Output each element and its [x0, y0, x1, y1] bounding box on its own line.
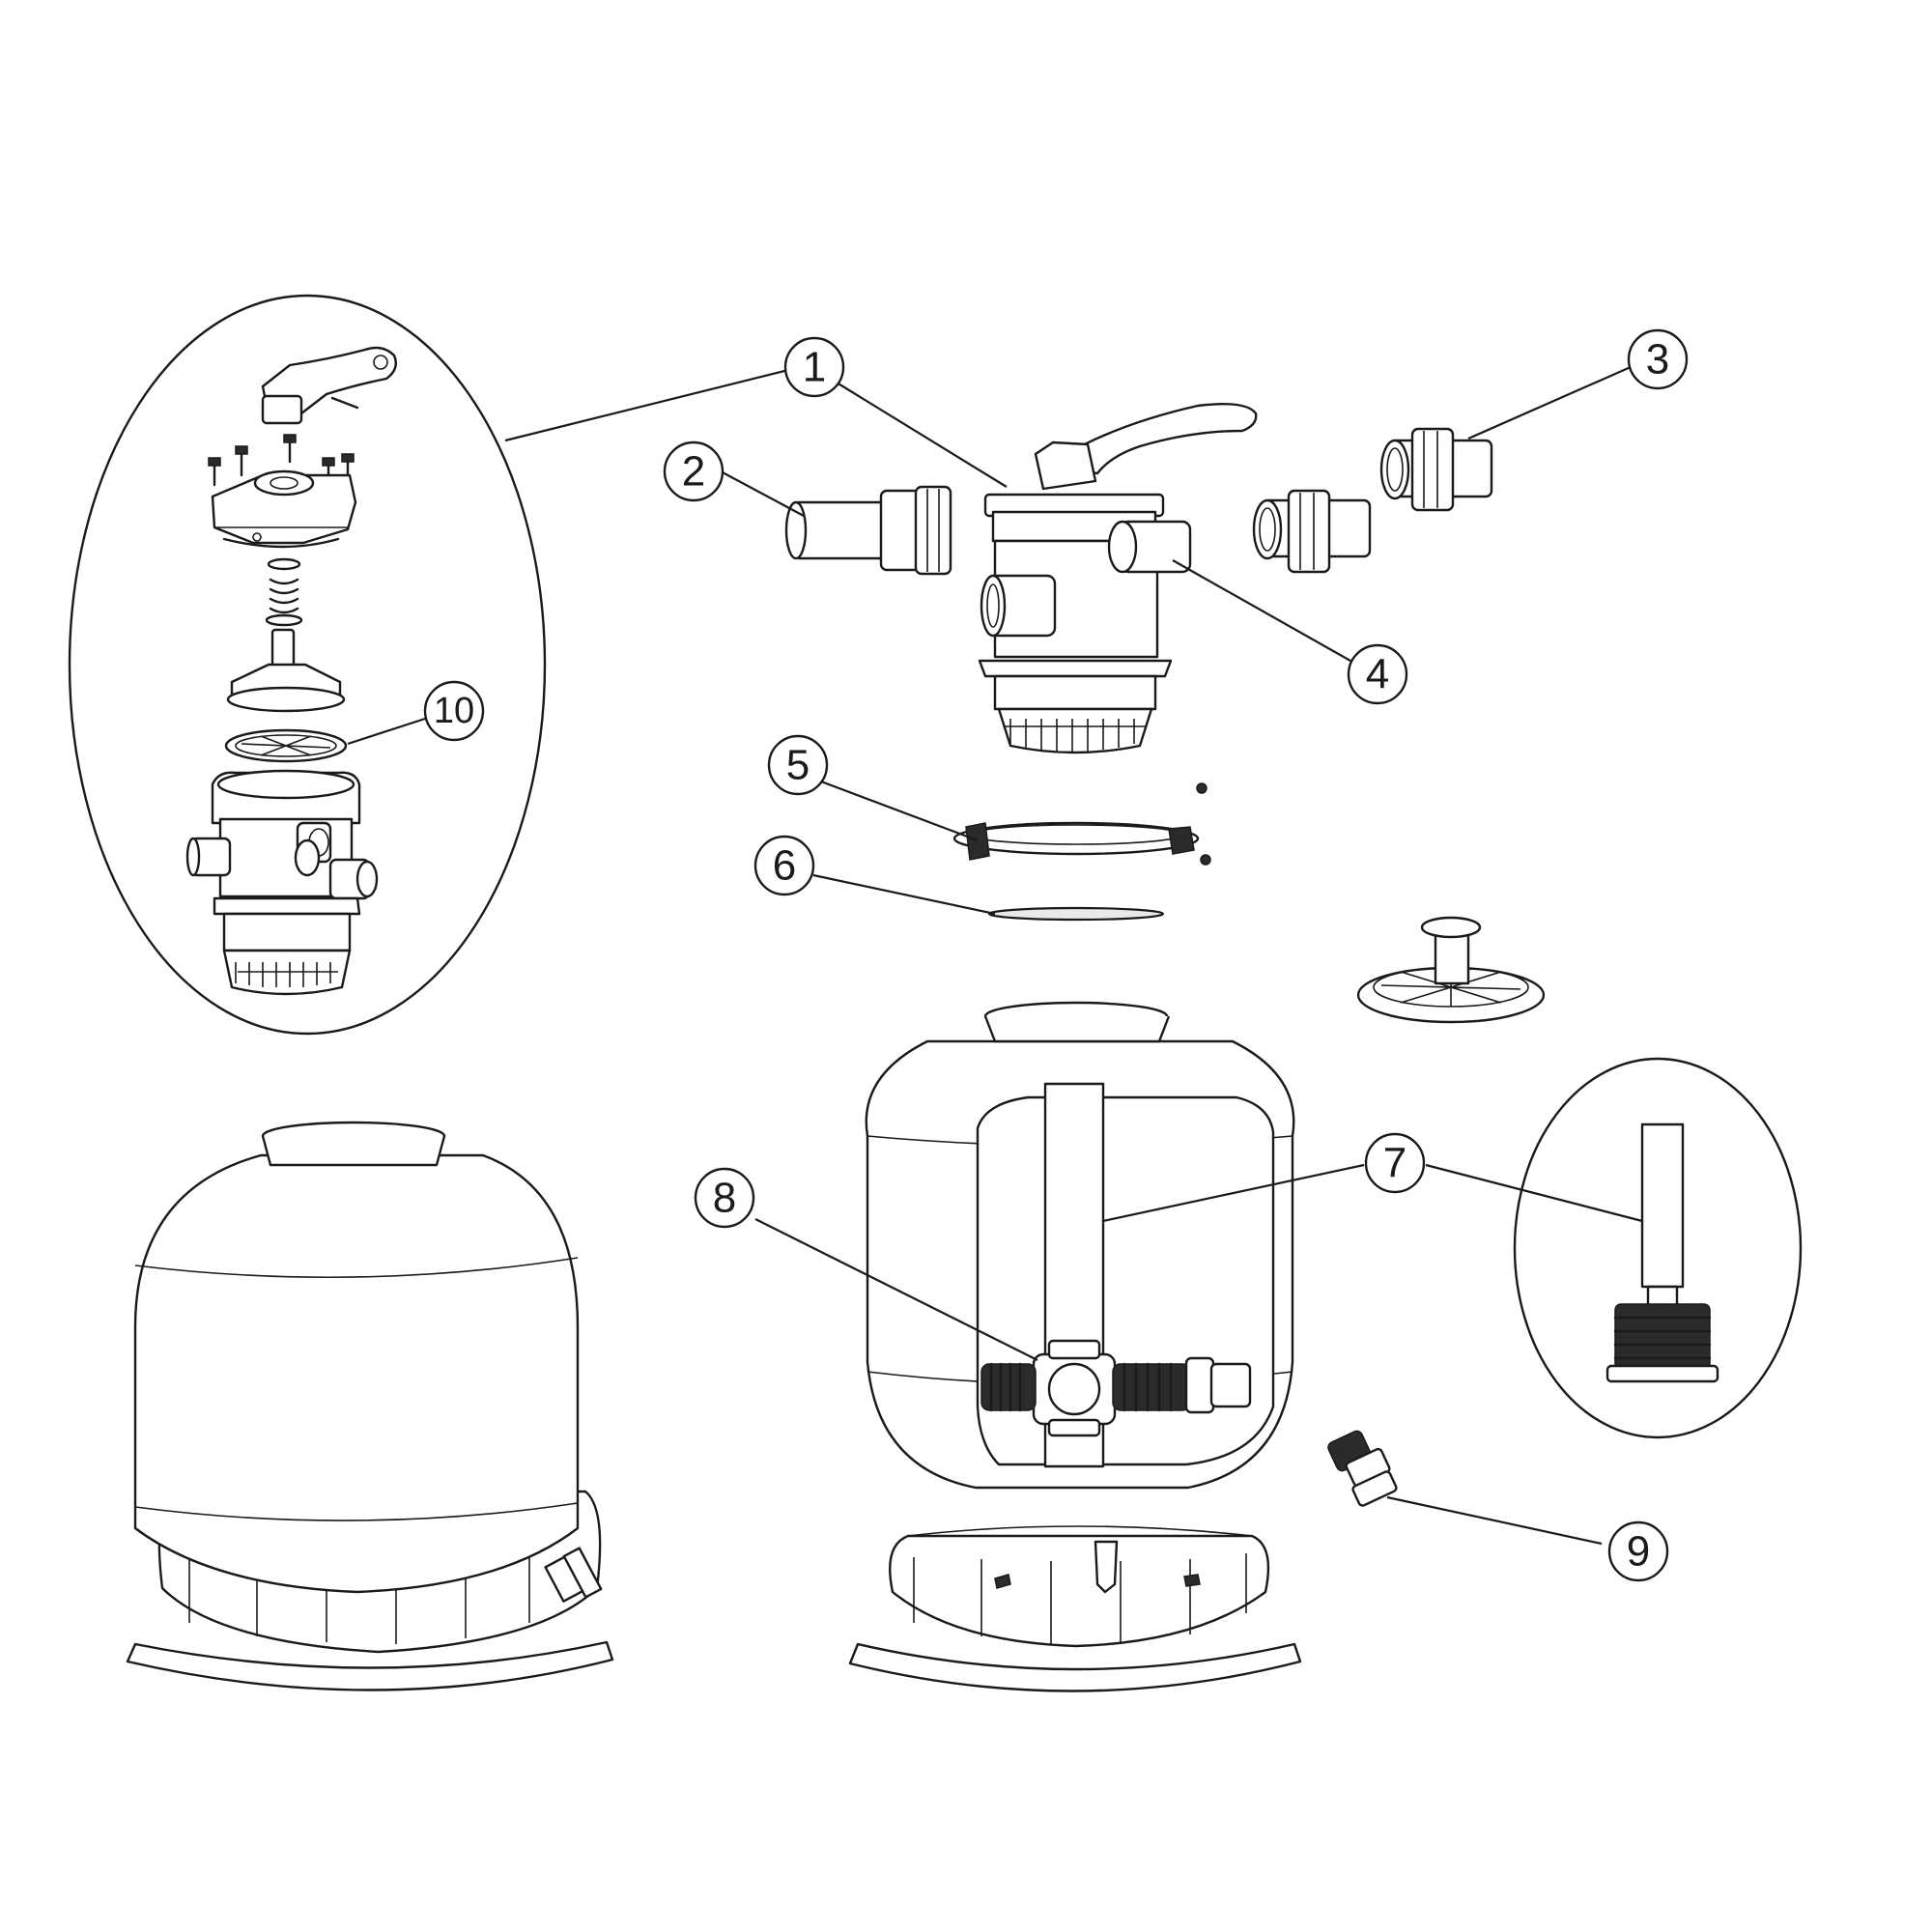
callout-8: 8: [694, 1167, 755, 1229]
callout-2: 2: [663, 440, 724, 502]
leader-lines: [347, 365, 1643, 1546]
callout-label: 7: [1383, 1140, 1406, 1187]
union-fitting-2: [784, 485, 952, 576]
callout-label: 2: [682, 448, 705, 496]
assembled-filter-tank: [126, 1121, 614, 1691]
valve-handle-part: [261, 346, 397, 425]
spider-gasket-part: [224, 728, 348, 763]
callout-4: 4: [1347, 643, 1408, 705]
callout-3: 3: [1627, 328, 1689, 390]
clamp-ring-part: [952, 782, 1211, 866]
callout-label: 3: [1646, 336, 1669, 384]
callout-1: 1: [783, 336, 845, 398]
callout-10: 10: [423, 680, 485, 742]
diffuser-part: [1356, 916, 1546, 1024]
o-ring-part: [987, 906, 1165, 922]
valve-cover-part: [211, 469, 357, 549]
rotor-part: [226, 628, 346, 713]
spring-part: [265, 557, 303, 627]
callout-5: 5: [767, 734, 829, 796]
callout-9: 9: [1607, 1520, 1669, 1582]
callout-6: 6: [753, 835, 815, 896]
valve-body-part: [185, 769, 379, 996]
callout-label: 5: [786, 742, 810, 789]
union-fitting-3b: [1379, 427, 1493, 512]
callout-label: 1: [803, 344, 826, 391]
callout-label: 8: [713, 1175, 736, 1222]
drain-plug-part: [1327, 1430, 1398, 1507]
callout-label: 10: [434, 691, 474, 731]
callout-7: 7: [1364, 1132, 1426, 1194]
standpipe-detail: [1513, 1057, 1803, 1439]
callout-label: 4: [1366, 651, 1389, 698]
callout-label: 9: [1627, 1528, 1650, 1576]
multiport-valve-assembly: [978, 403, 1258, 754]
cutaway-filter-tank: [848, 1001, 1302, 1692]
union-fitting-3a: [1252, 489, 1372, 574]
valve-exploded-detail: [68, 294, 547, 1036]
callout-label: 6: [773, 842, 796, 890]
